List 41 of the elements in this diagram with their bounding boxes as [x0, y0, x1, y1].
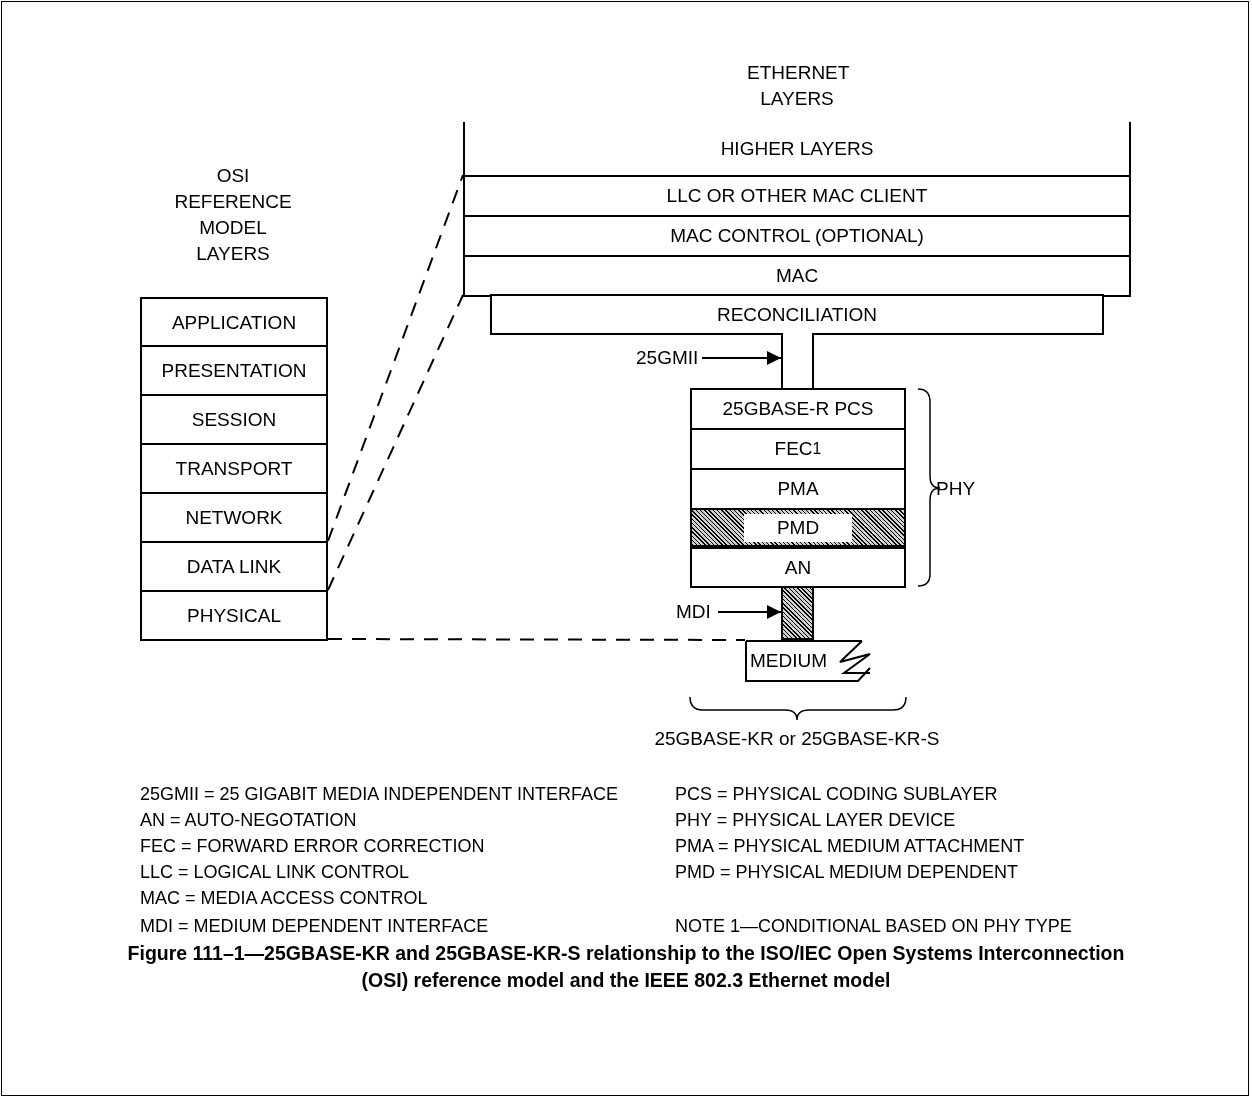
legend-text: PCS = PHYSICAL CODING SUBLAYER	[675, 784, 998, 805]
hatched-layer-box	[690, 508, 906, 547]
layer-label: PMD	[744, 513, 852, 542]
layer-heading: ETHERNET LAYERS	[747, 61, 847, 111]
layer-box: DATA LINK	[140, 541, 328, 592]
layer-box: PMA	[690, 468, 906, 510]
layer-box: SESSION	[140, 394, 328, 445]
layer-box: LLC OR OTHER MAC CLIENT	[463, 175, 1131, 217]
layer-box: MAC	[463, 255, 1131, 297]
legend-text: MDI = MEDIUM DEPENDENT INTERFACE	[140, 916, 489, 937]
dashed-line	[327, 638, 746, 641]
layer-box: MAC CONTROL (OPTIONAL)	[463, 215, 1131, 257]
layer-box: PHYSICAL	[140, 590, 328, 641]
legend-text: PMA = PHYSICAL MEDIUM ATTACHMENT	[675, 836, 1025, 857]
legend-text: AN = AUTO-NEGOTATION	[140, 810, 357, 831]
layer-box: RECONCILIATION	[490, 294, 1104, 335]
layer-box: AN	[690, 547, 906, 588]
interface-label: 25GMII	[636, 345, 702, 371]
layer-box: PRESENTATION	[140, 345, 328, 396]
legend-text: PHY = PHYSICAL LAYER DEVICE	[675, 810, 956, 831]
legend-text: PMD = PHYSICAL MEDIUM DEPENDENT	[675, 862, 1018, 883]
note-text: NOTE 1—CONDITIONAL BASED ON PHY TYPE	[675, 916, 1072, 937]
medium-box: MEDIUM	[745, 640, 880, 682]
legend-text: LLC = LOGICAL LINK CONTROL	[140, 862, 409, 883]
interface-bar	[781, 333, 814, 388]
dashed-line	[327, 294, 464, 591]
medium-interface-bar	[781, 586, 814, 640]
layer-box: APPLICATION	[140, 297, 328, 348]
arrow	[701, 351, 782, 365]
figure-caption: Figure 111–1—25GBASE-KR and 25GBASE-KR-S relationship to the ISO/IEC Open Systems Interconnection (OSI) reference model and the IEEE 802.3 Ethernet model	[126, 941, 1126, 993]
brace-label: PHY	[936, 478, 976, 500]
layer-box: NETWORK	[140, 492, 328, 543]
arrow	[717, 605, 782, 619]
layer-box: 25GBASE-R PCS	[690, 388, 906, 430]
legend-text: 25GMII = 25 GIGABIT MEDIA INDEPENDENT INTERFACE	[140, 784, 618, 805]
brace-label: 25GBASE-KR or 25GBASE-KR-S	[653, 728, 941, 750]
layer-heading: OSI REFERENCE MODEL LAYERS	[173, 164, 293, 266]
interface-label: MDI	[676, 599, 718, 625]
legend-text: FEC = FORWARD ERROR CORRECTION	[140, 836, 485, 857]
layer-box: TRANSPORT	[140, 443, 328, 494]
legend-text: MAC = MEDIA ACCESS CONTROL	[140, 888, 428, 909]
